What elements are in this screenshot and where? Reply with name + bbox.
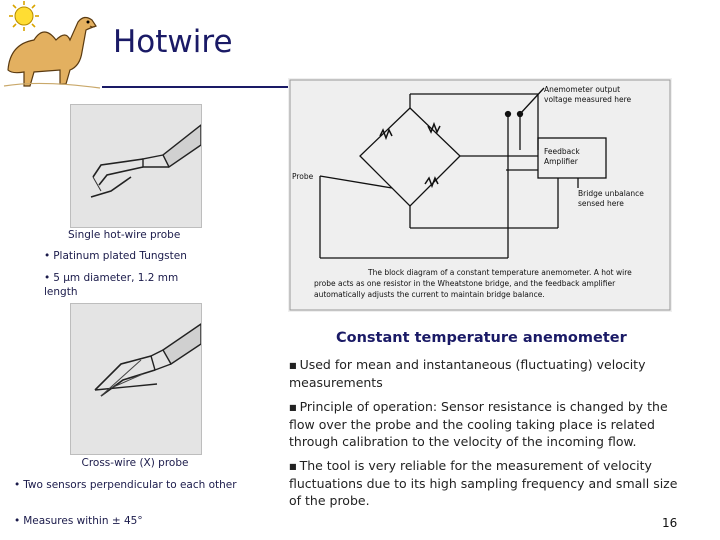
section-heading: Constant temperature anemometer	[336, 330, 627, 346]
single-probe-bullet-1: •Platinum plated Tungsten	[44, 250, 187, 262]
diagram-caption-line-2: probe acts as one resistor in the Wheats…	[314, 279, 616, 288]
single-probe-caption: Single hot-wire probe	[68, 229, 181, 241]
diagram-label-output: Anemometer output	[544, 85, 620, 94]
cross-wire-probe-photo	[70, 303, 202, 455]
diagram-caption-line-3: automatically adjusts the current to mai…	[314, 290, 545, 299]
diagram-label-unbalance-2: sensed here	[578, 199, 624, 208]
page-number: 16	[662, 516, 678, 530]
slide-title: Hotwire	[113, 24, 233, 60]
single-probe-bullet-2: •5 μm diameter, 1.2 mm length	[44, 272, 179, 298]
single-hot-wire-probe-photo	[70, 104, 202, 228]
sun-camel-logo	[0, 0, 110, 92]
diagram-label-unbalance: Bridge unbalance	[578, 189, 644, 198]
diagram-caption-line-1: The block diagram of a constant temperat…	[367, 268, 632, 277]
cross-probe-bullet-1: •Two sensors perpendicular to each other	[14, 479, 237, 491]
point-2: ■Principle of operation: Sensor resistan…	[289, 399, 668, 449]
diagram-label-amplifier: Amplifier	[544, 157, 579, 166]
diagram-label-output-2: voltage measured here	[544, 95, 632, 104]
point-1: ■Used for mean and instantaneous (fluctu…	[289, 357, 646, 390]
cross-probe-caption: Cross-wire (X) probe	[81, 457, 189, 469]
title-underline	[102, 86, 292, 88]
diagram-label-probe: Probe	[292, 172, 314, 181]
cross-probe-bullet-2: •Measures within ± 45°	[14, 515, 143, 527]
diagram-label-feedback: Feedback	[544, 147, 580, 156]
cta-block-diagram: Anemometer output voltage measured here …	[288, 78, 672, 312]
point-3: ■The tool is very reliable for the measu…	[289, 458, 678, 508]
